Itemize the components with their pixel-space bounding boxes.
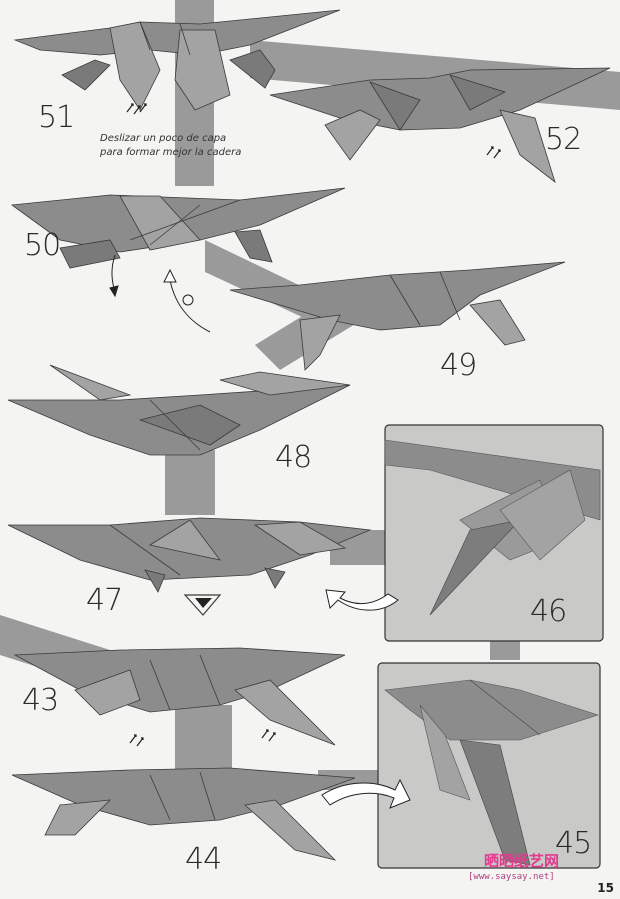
photo-step-45 bbox=[377, 662, 601, 869]
model-step-51 bbox=[13, 9, 341, 111]
step-number-44: 44 bbox=[185, 842, 222, 877]
watermark-url: [www.saysay.net] bbox=[468, 872, 555, 882]
push-arrows bbox=[126, 103, 501, 747]
model-step-48 bbox=[7, 364, 351, 456]
caption-line-2: para formar mejor la cadera bbox=[100, 147, 242, 158]
arrow-46-to-47 bbox=[325, 589, 399, 611]
step-number-50: 50 bbox=[24, 228, 61, 263]
step-number-45: 45 bbox=[555, 826, 592, 861]
step-number-51: 51 bbox=[38, 100, 75, 135]
step-number-52: 52 bbox=[545, 122, 582, 157]
valley-fold-symbol bbox=[183, 594, 222, 616]
model-step-49 bbox=[229, 261, 566, 371]
model-step-52 bbox=[269, 67, 611, 184]
page-number: 15 bbox=[597, 881, 614, 895]
model-step-50 bbox=[10, 187, 346, 269]
step-number-43: 43 bbox=[22, 683, 59, 718]
photo-step-46 bbox=[384, 424, 604, 642]
step-number-47: 47 bbox=[86, 583, 123, 618]
step-number-48: 48 bbox=[275, 440, 312, 475]
step-number-49: 49 bbox=[440, 348, 477, 383]
model-step-47 bbox=[7, 517, 372, 593]
watermark-logo-text: 晒晒纸艺网 bbox=[484, 852, 560, 870]
rotate-arrows-50 bbox=[109, 254, 211, 333]
model-step-43 bbox=[13, 647, 346, 746]
arrow-44-to-45 bbox=[321, 778, 411, 809]
model-step-44 bbox=[11, 767, 356, 861]
caption-line-1: Deslizar un poco de capa bbox=[100, 133, 227, 144]
step-number-46: 46 bbox=[530, 594, 567, 629]
instruction-caption: Deslizar un poco de capa para formar mej… bbox=[100, 132, 260, 160]
